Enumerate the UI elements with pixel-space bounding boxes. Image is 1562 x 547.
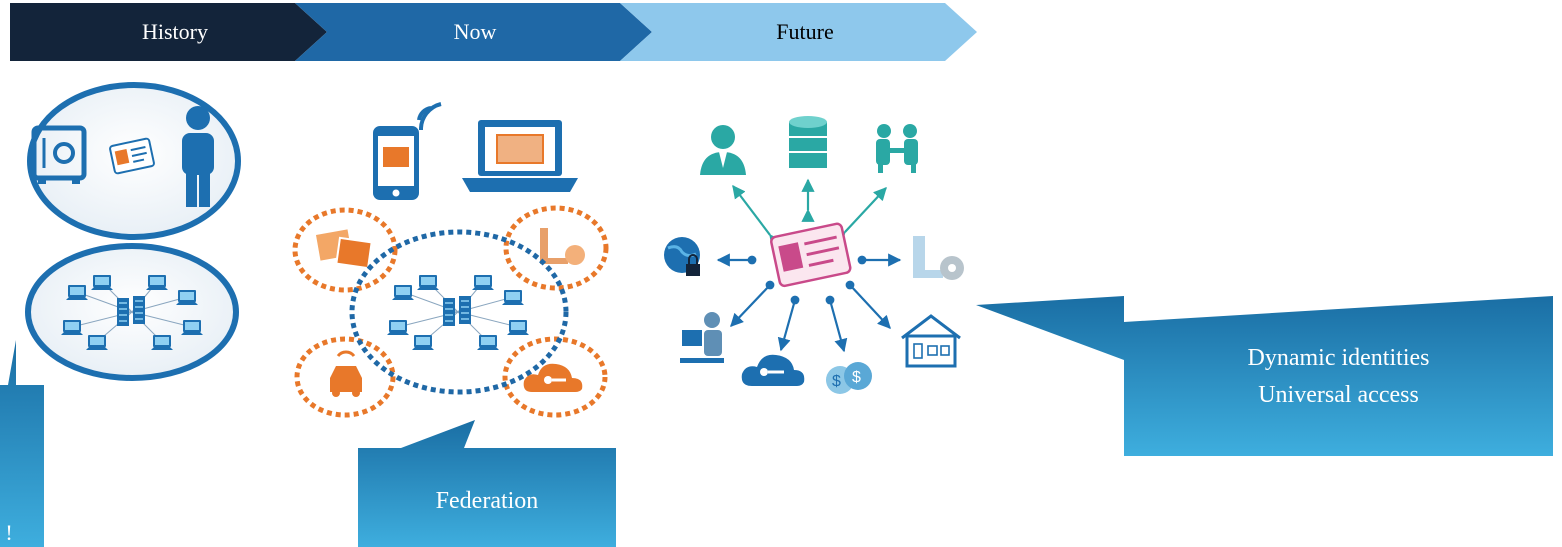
user-icon (700, 125, 746, 175)
timeline-label-history: History (142, 19, 208, 44)
globe-lock-icon (664, 237, 700, 276)
desk-user-icon (680, 312, 724, 363)
dynamic-callout-box (976, 296, 1553, 456)
left-callout-box (0, 340, 44, 547)
laptop-icon (462, 120, 578, 192)
future-upper-arrows (732, 178, 887, 249)
server-network-icon (387, 275, 529, 350)
smart-home-icon (901, 314, 961, 368)
timeline-label-now: Now (453, 19, 497, 44)
federation-callout-box (358, 420, 616, 547)
safe-icon (31, 125, 87, 184)
federation-ring (349, 229, 569, 395)
universal-access-text: Universal access (1258, 382, 1419, 408)
smartphone-icon (373, 102, 442, 200)
timeline-label-future: Future (776, 19, 834, 44)
timeline (10, 3, 977, 61)
timeline-step-now (295, 3, 652, 61)
car-icon (330, 350, 362, 397)
timeline-step-future (620, 3, 977, 61)
svg-text:$: $ (852, 369, 861, 386)
future-column: $ $ (664, 116, 964, 394)
cloud-key-icon (523, 363, 583, 392)
timeline-step-history (10, 3, 327, 61)
handshake-icon (876, 124, 918, 173)
svg-text:$: $ (832, 373, 841, 390)
rod-disc-icon (540, 228, 585, 265)
rod-disc-icon (913, 236, 964, 280)
money-icon: $ $ (826, 362, 872, 394)
id-card-icon (770, 222, 852, 288)
person-icon (182, 106, 214, 207)
database-icon (789, 116, 827, 168)
left-callout-text: ! (5, 520, 13, 545)
cloud-key-icon (741, 354, 805, 386)
history-column (25, 82, 241, 381)
rod-disc-ring (503, 205, 609, 291)
now-column (292, 102, 609, 418)
future-lower-arrows (716, 253, 902, 353)
dynamic-identities-text: Dynamic identities (1247, 345, 1430, 371)
photos-icon (315, 229, 373, 270)
federation-callout-text: Federation (435, 488, 539, 514)
